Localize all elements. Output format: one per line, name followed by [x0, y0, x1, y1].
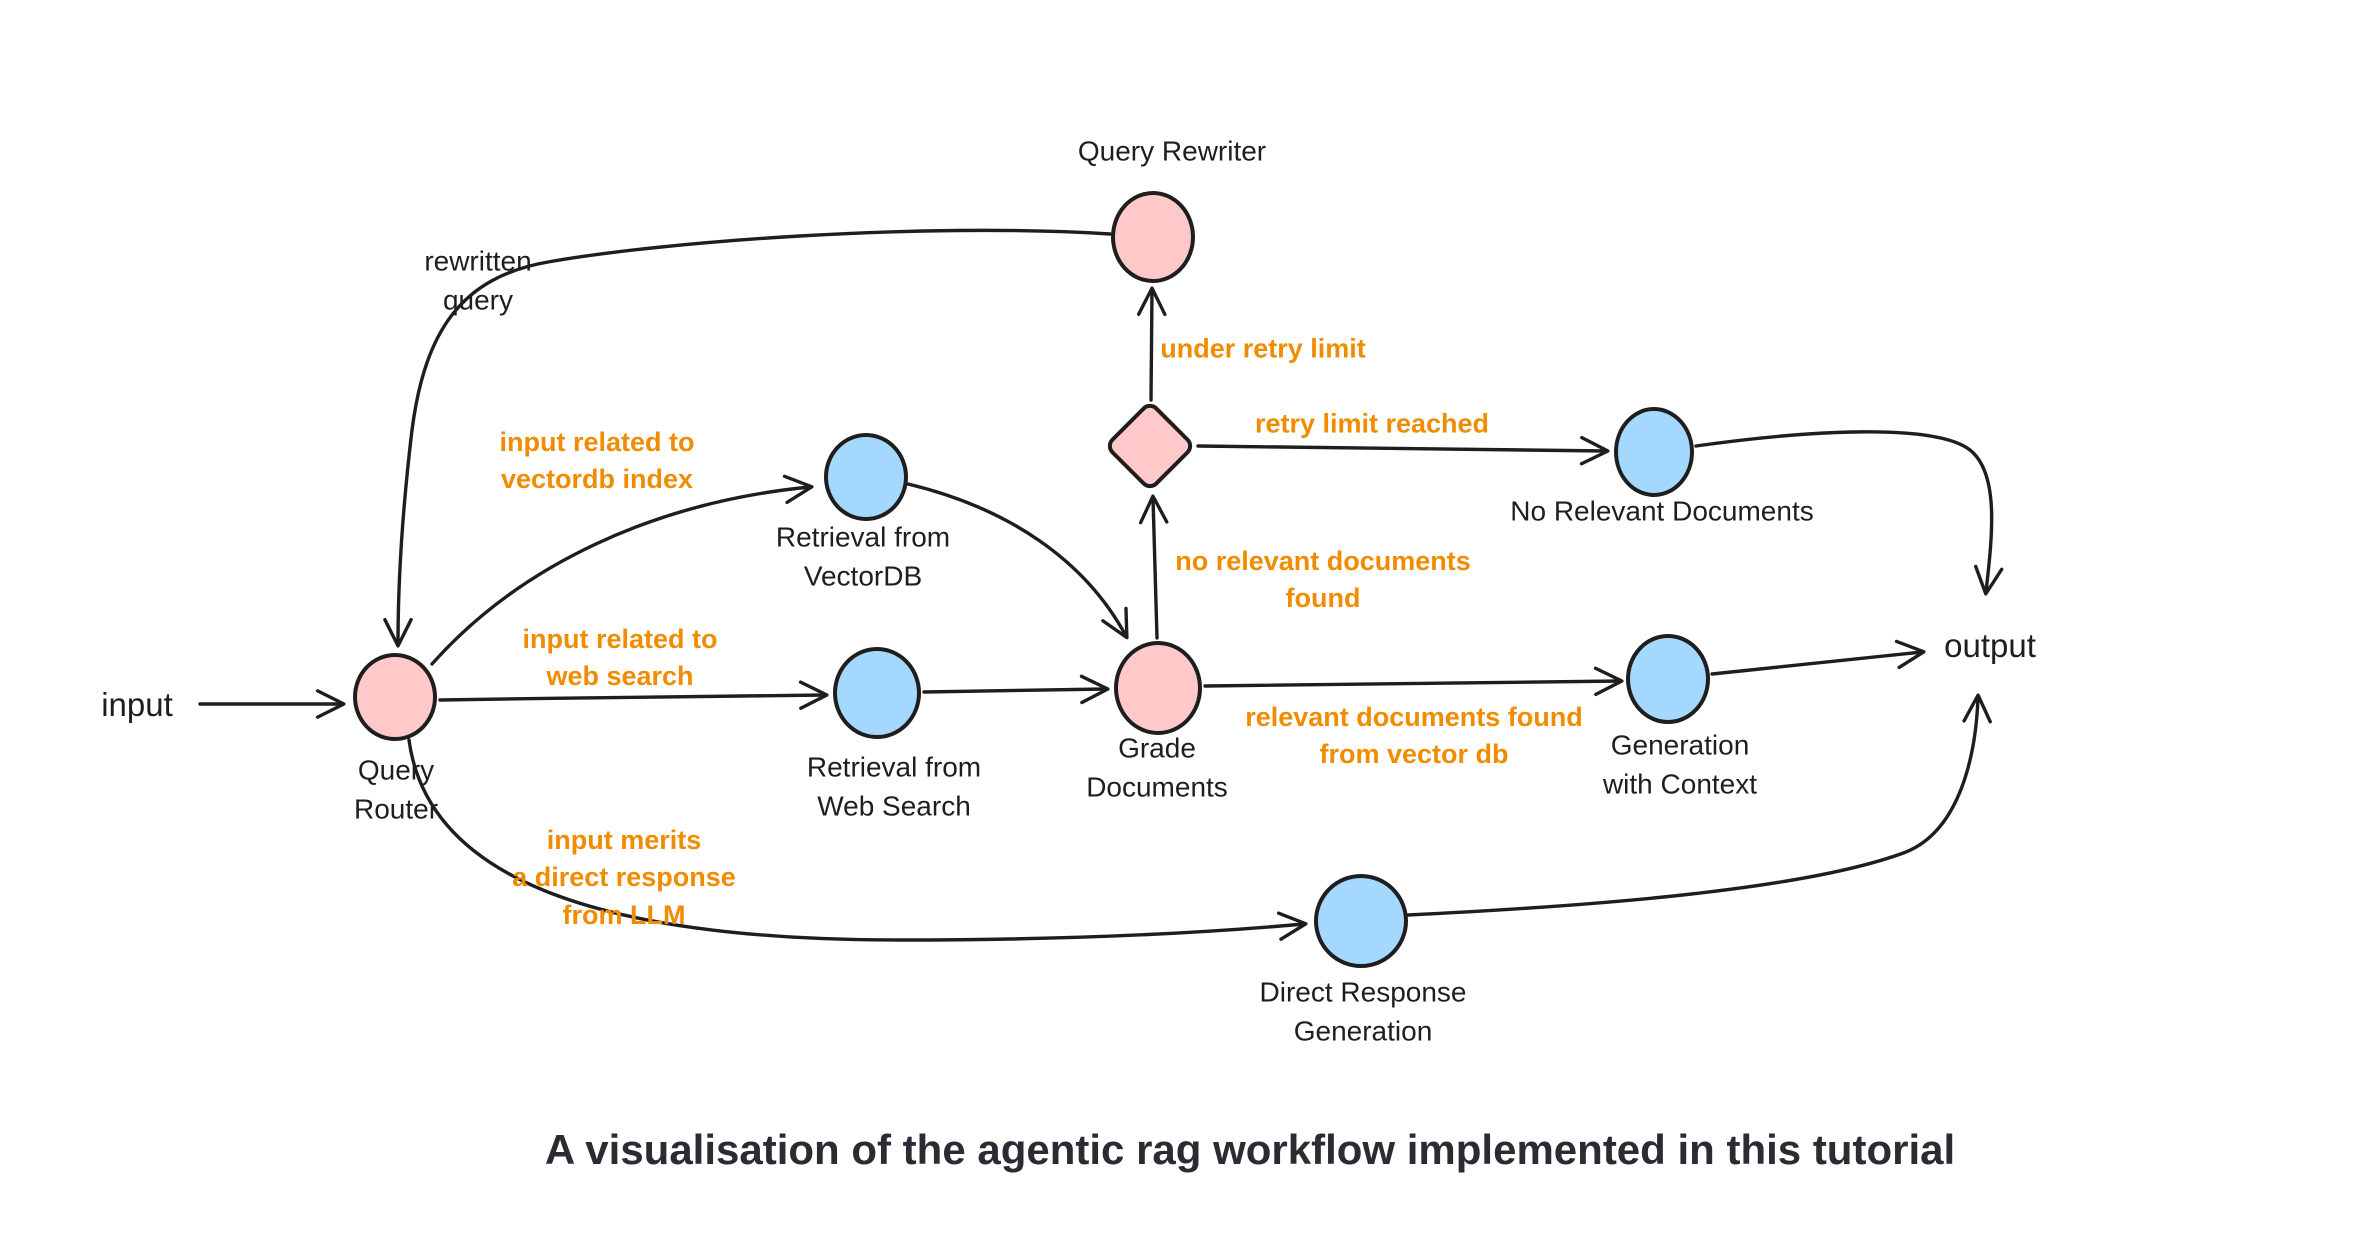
edge-retry-check-to-no-relevant-documents — [1196, 435, 1610, 466]
under-retry-limit-edge-label: under retry limit — [1160, 333, 1366, 364]
retrieval-vectordb-label: Retrieval from VectorDB — [775, 521, 951, 591]
input-related-to-web-search-edge-label: input related to web search — [522, 623, 718, 691]
edge-retrieval-web-search-to-grade-documents — [922, 674, 1110, 705]
input-related-to-vectordb-edge-label: input related to vectordb index — [499, 426, 695, 494]
generation-with-context-label: Generation with Context — [1602, 729, 1758, 799]
edge-no-relevant-documents-to-output — [1694, 430, 2004, 596]
retry-check-diamond-node — [1107, 403, 1193, 489]
edge-query-router-to-retrieval-vectordb — [430, 474, 814, 666]
query-router-node — [353, 653, 437, 741]
direct-response-generation-node — [1314, 874, 1408, 968]
rewritten-query-edge-label: rewritten query — [424, 245, 532, 315]
edge-grade-documents-to-retry-check — [1138, 494, 1169, 640]
edge-query-router-to-direct-response — [407, 738, 1308, 942]
grade-documents-node — [1114, 641, 1202, 735]
retrieval-vectordb-node — [824, 433, 908, 521]
no-relevant-documents-node — [1614, 407, 1694, 497]
input-terminal-label: input — [101, 686, 173, 724]
query-rewriter-label: Query Rewriter — [1077, 135, 1267, 167]
query-router-label: Query Router — [353, 754, 439, 824]
relevant-documents-found-edge-label: relevant documents found from vector db — [1245, 701, 1583, 769]
diagram-caption: A visualisation of the agentic rag workf… — [544, 1126, 1956, 1174]
query-rewriter-node — [1111, 191, 1195, 283]
edge-generation-with-context-to-output — [1710, 639, 1926, 676]
edge-retrieval-vectordb-to-grade-documents — [906, 482, 1129, 640]
grade-documents-label: Grade Documents — [1086, 732, 1228, 802]
direct-response-generation-label: Direct Response Generation — [1259, 976, 1467, 1046]
retrieval-web-search-label: Retrieval from Web Search — [806, 751, 982, 821]
edge-retry-check-to-query-rewriter — [1137, 286, 1167, 402]
input-merits-direct-response-edge-label: input merits a direct response from LLM — [512, 825, 736, 930]
output-terminal-label: output — [1944, 627, 2036, 665]
no-relevant-documents-label: No Relevant Documents — [1510, 495, 1814, 527]
retrieval-web-search-node — [833, 647, 921, 739]
edge-grade-documents-to-generation-with-context — [1203, 666, 1624, 697]
edge-direct-response-to-output — [1406, 693, 1992, 917]
retry-limit-reached-edge-label: retry limit reached — [1254, 408, 1490, 439]
no-relevant-documents-found-edge-label: no relevant documents found — [1175, 545, 1471, 613]
generation-with-context-node — [1626, 634, 1710, 724]
edge-query-router-to-retrieval-web-search — [438, 680, 829, 710]
edge-query-rewriter-to-query-router — [383, 228, 1112, 648]
